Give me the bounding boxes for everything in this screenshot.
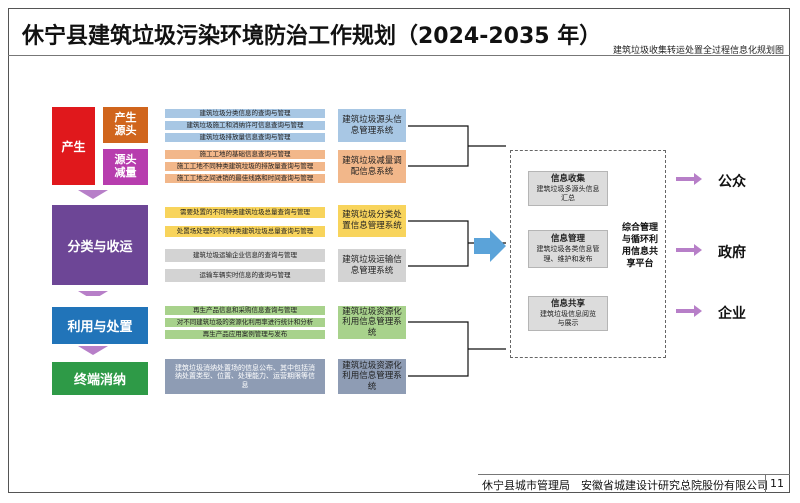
item-final-1: 建筑垃圾消纳处置场的信息公布、其中包括消纳处置类型、位置、处理能力、运营期限等信… (165, 359, 325, 394)
item-transport-2: 运输车辆实时信息的查询与管理 (165, 269, 325, 282)
item-utilize-2: 对不同建筑垃圾的资源化利用率进行统计和分析 (165, 318, 325, 327)
stage-down-arrow-3 (78, 346, 108, 355)
stage-classify: 分类与收运 (52, 205, 148, 285)
center-arrow (474, 230, 506, 262)
arrow-enterprise (676, 305, 702, 317)
audience-public: 公众 (718, 174, 746, 190)
stage-down-arrows (78, 190, 108, 296)
platform-name: 综合管理与循环利用信息共享平台 (621, 223, 658, 270)
title-divider (8, 55, 790, 56)
footer-org: 休宁县城市管理局 安徽省城建设计研究总院股份有限公司 (482, 479, 768, 492)
page-title: 休宁县建筑垃圾污染环境防治工作规划（2024-2035 年） (22, 24, 602, 49)
audience-government: 政府 (718, 245, 746, 261)
audience-arrows (676, 173, 702, 317)
down-arrow-3 (78, 346, 108, 355)
platform-cell-manage: 信息管理建筑垃圾各类信息管理、维护和发布 (528, 230, 608, 268)
stage-final: 终端消纳 (52, 362, 148, 395)
item-utilize-1: 再生产品信息和采购信息查询与管理 (165, 306, 325, 315)
down-arrow-1 (78, 190, 108, 199)
page-frame (8, 8, 790, 493)
stage-source: 产生源头 (103, 107, 148, 143)
footer-divider (478, 474, 790, 475)
page-number: 11 (770, 477, 784, 490)
audience-enterprise: 企业 (718, 306, 746, 322)
system-reduce: 建筑垃圾减量调配信息系统 (338, 150, 406, 183)
item-reduce-1: 施工工地的基础信息查询与管理 (165, 150, 325, 159)
item-reduce-2: 施工工地不同种类建筑垃圾的排放量查询与管理 (165, 162, 325, 171)
system-utilize: 建筑垃圾资源化利用信息管理系统 (338, 306, 406, 339)
stage-utilize: 利用与处置 (52, 307, 148, 344)
arrow-government (676, 244, 702, 256)
system-final: 建筑垃圾资源化利用信息管理系统 (338, 359, 406, 394)
item-reduce-3: 施工工地之间进销的最佳线路和时间查询与管理 (165, 174, 325, 183)
item-classify-2: 处置场处理的不同种类建筑垃圾总量查询与管理 (165, 226, 325, 237)
stage-produce: 产生 (52, 107, 95, 185)
platform-box (510, 150, 666, 358)
item-transport-1: 建筑垃圾运输企业信息的查询与管理 (165, 249, 325, 262)
system-transport: 建筑垃圾运输信息管理系统 (338, 249, 406, 282)
down-arrow-2 (78, 291, 108, 296)
footer-separator (765, 474, 766, 493)
stage-reduce: 源头减量 (103, 149, 148, 185)
item-utilize-3: 再生产品应用案例管理与发布 (165, 330, 325, 339)
item-classify-1: 需要处置的不同种类建筑垃圾总量查询与管理 (165, 207, 325, 218)
platform-cell-collect: 信息收集建筑垃圾多源头信息汇总 (528, 171, 608, 206)
system-source: 建筑垃圾源头信息管理系统 (338, 109, 406, 142)
platform-cell-share: 信息共享建筑垃圾信息阅览与展示 (528, 296, 608, 331)
item-source-3: 建筑垃圾排放量信息查询与管理 (165, 133, 325, 142)
system-classify: 建筑垃圾分类处置信息管理系统 (338, 205, 406, 237)
item-source-1: 建筑垃圾分类信息的查询与管理 (165, 109, 325, 118)
item-source-2: 建筑垃圾施工和消纳许可信息查询与管理 (165, 121, 325, 130)
right-arrow-icon (474, 230, 506, 262)
arrow-public (676, 173, 702, 185)
page-subtitle: 建筑垃圾收集转运处置全过程信息化规划图 (612, 46, 784, 56)
